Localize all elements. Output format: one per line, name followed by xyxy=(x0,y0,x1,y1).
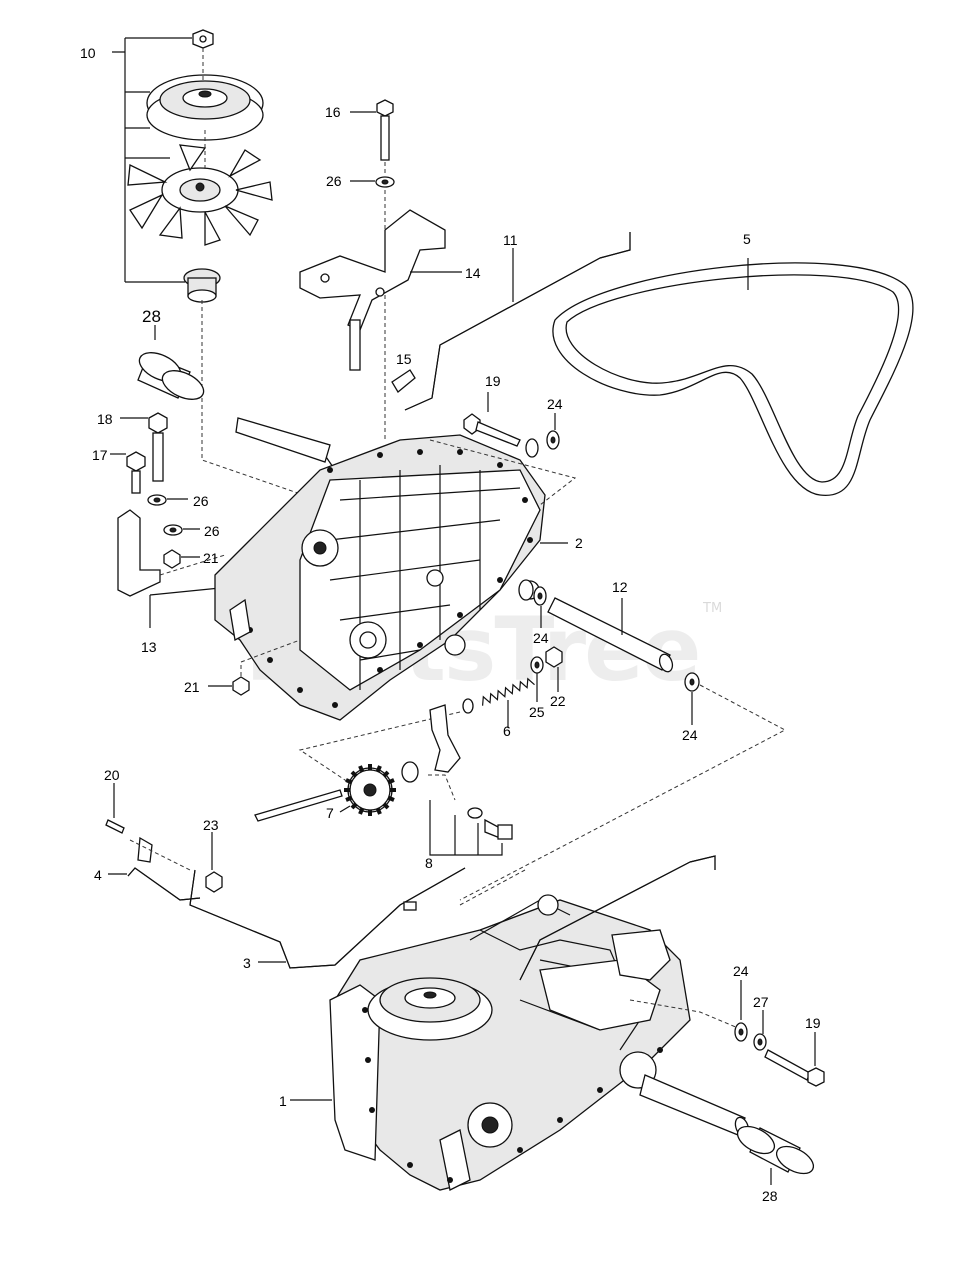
part-26-washer-mid xyxy=(147,494,188,506)
part-5-drive-belt xyxy=(552,258,914,496)
callout-22: 22 xyxy=(550,693,566,709)
callout-21: 21 xyxy=(203,550,219,566)
part-26-washer-low xyxy=(163,524,200,536)
part-19-bolt-lower xyxy=(764,1032,825,1087)
callout-8: 8 xyxy=(425,855,433,871)
callout-26: 26 xyxy=(193,493,209,509)
part-28-sleeve-top xyxy=(137,325,205,400)
callout-5: 5 xyxy=(743,231,751,247)
callout-24: 24 xyxy=(547,396,563,412)
part-24-washer-right xyxy=(684,672,700,725)
part-24-washer-mid xyxy=(518,579,547,628)
part-12-spacer xyxy=(547,597,674,673)
alignment-dashes-right xyxy=(459,684,787,901)
part-17-bolt xyxy=(110,451,146,494)
callout-28: 28 xyxy=(762,1188,778,1204)
part-8-lever-kit xyxy=(401,704,513,856)
part-27-washer xyxy=(753,1010,767,1051)
callout-26: 26 xyxy=(326,173,342,189)
part-18-bolt xyxy=(120,412,168,482)
callout-19: 19 xyxy=(485,373,501,389)
part-19-bolt-upper xyxy=(463,392,521,447)
part-14-bracket xyxy=(299,209,462,371)
part-11-control-rod xyxy=(391,232,631,411)
callout-21: 21 xyxy=(184,679,200,695)
callout-7: 7 xyxy=(326,805,334,821)
callout-10: 10 xyxy=(80,45,96,61)
part-24-washer-lower xyxy=(734,980,748,1042)
callout-17: 17 xyxy=(92,447,108,463)
part-25-washer xyxy=(530,656,544,702)
part-21-nut-upper xyxy=(163,549,200,569)
part-7-sprocket xyxy=(339,764,396,816)
callout-3: 3 xyxy=(243,955,251,971)
part-26-washer-top xyxy=(350,176,395,188)
watermark-tm: TM xyxy=(702,601,722,616)
part-22-nut xyxy=(545,646,563,692)
callout-12: 12 xyxy=(612,579,628,595)
part-1-transaxle-lower xyxy=(290,855,750,1191)
callout-13: 13 xyxy=(141,639,157,655)
part-3-rod xyxy=(189,867,466,969)
part-20-bolt xyxy=(105,783,125,834)
callout-2: 2 xyxy=(575,535,583,551)
part-21-nut-lower xyxy=(208,639,301,696)
callout-15: 15 xyxy=(396,351,412,367)
callout-labels: 10 16 26 5 14 11 28 15 19 24 18 17 26 26… xyxy=(80,45,821,1204)
callout-6: 6 xyxy=(503,723,511,739)
callout-23: 23 xyxy=(203,817,219,833)
callout-4: 4 xyxy=(94,867,102,883)
part-6-spring xyxy=(298,677,535,791)
callout-11: 11 xyxy=(503,232,518,248)
callout-28: 28 xyxy=(142,307,161,326)
callout-19: 19 xyxy=(805,1015,821,1031)
part-2-transaxle-housing xyxy=(214,417,577,721)
callout-24: 24 xyxy=(533,630,549,646)
callout-24: 24 xyxy=(682,727,698,743)
callout-26: 26 xyxy=(204,523,220,539)
part-16-bolt xyxy=(350,99,394,440)
callout-24: 24 xyxy=(733,963,749,979)
callout-18: 18 xyxy=(97,411,113,427)
part-10-pulley-fan-assembly xyxy=(112,29,319,501)
callout-20: 20 xyxy=(104,767,120,783)
callout-25: 25 xyxy=(529,704,545,720)
part-4-rod xyxy=(108,789,343,901)
part-28-sleeve-lower xyxy=(736,1125,815,1185)
callout-27: 27 xyxy=(753,994,769,1010)
callout-14: 14 xyxy=(465,265,481,281)
part-13-bracket xyxy=(117,509,226,628)
part-23-nut xyxy=(205,832,223,893)
callout-1: 1 xyxy=(279,1093,287,1109)
callout-16: 16 xyxy=(325,104,341,120)
part-24-washer-upper xyxy=(525,413,560,458)
